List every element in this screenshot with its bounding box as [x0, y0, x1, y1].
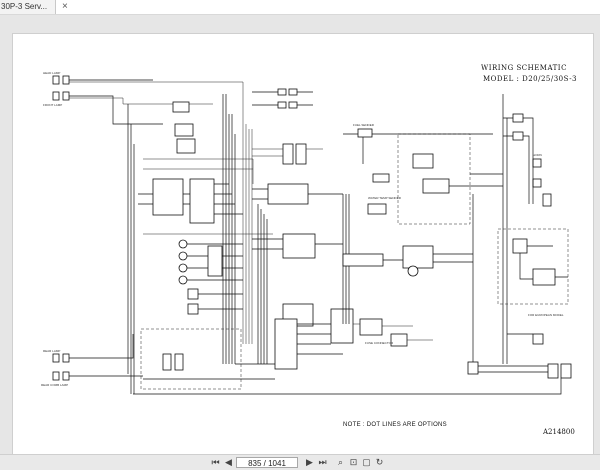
next-page-icon[interactable]: ▶ [306, 457, 313, 467]
document-tab[interactable]: 30P-3 Serv... [0, 0, 56, 14]
svg-text:REAR LAMP: REAR LAMP [43, 349, 60, 353]
svg-text:FOR EUROPEAN MODEL: FOR EUROPEAN MODEL [528, 313, 564, 317]
fit-page-icon[interactable]: ⊡ [349, 457, 358, 467]
viewer-toolbar: ⏮ ◀ 835 / 1041 ▶ ⏭ ⌕ ⊡ ▢ ↻ [0, 454, 600, 470]
close-tab-icon[interactable]: × [62, 1, 68, 12]
page-number-field[interactable]: 835 / 1041 [236, 457, 298, 468]
schematic-model: MODEL : D20/25/30S-3 [483, 75, 578, 83]
svg-text:HORN: HORN [533, 153, 542, 157]
schematic-note: NOTE : DOT LINES ARE OPTIONS [343, 422, 447, 428]
schematic-title: WIRING SCHEMATIC [481, 64, 567, 72]
first-page-icon[interactable]: ⏮ [211, 457, 220, 467]
document-viewer[interactable]: HEAD LAMP FRONT LAMP REAR LAMP REAR COMB… [0, 15, 600, 460]
wiring-schematic-diagram: HEAD LAMP FRONT LAMP REAR LAMP REAR COMB… [41, 71, 572, 395]
previous-page-icon[interactable]: ◀ [225, 457, 232, 467]
figure-number: A214800 [543, 428, 575, 436]
svg-text:FUSE CONNECTOR: FUSE CONNECTOR [365, 341, 394, 345]
tab-bar: 30P-3 Serv... × [0, 0, 600, 15]
svg-text:WATER TEMP SENDER: WATER TEMP SENDER [368, 196, 402, 200]
svg-text:REAR COMB LAMP: REAR COMB LAMP [41, 383, 68, 387]
zoom-icon[interactable]: ⌕ [337, 457, 344, 467]
rotate-icon[interactable]: ↻ [375, 457, 384, 467]
single-page-icon[interactable]: ▢ [362, 457, 371, 467]
svg-text:FUEL SENDER: FUEL SENDER [353, 123, 375, 127]
left-connectors [52, 75, 70, 381]
last-page-icon[interactable]: ⏭ [318, 457, 327, 467]
document-page: HEAD LAMP FRONT LAMP REAR LAMP REAR COMB… [12, 33, 594, 460]
svg-text:FRONT LAMP: FRONT LAMP [43, 103, 62, 107]
svg-text:HEAD LAMP: HEAD LAMP [43, 71, 60, 75]
